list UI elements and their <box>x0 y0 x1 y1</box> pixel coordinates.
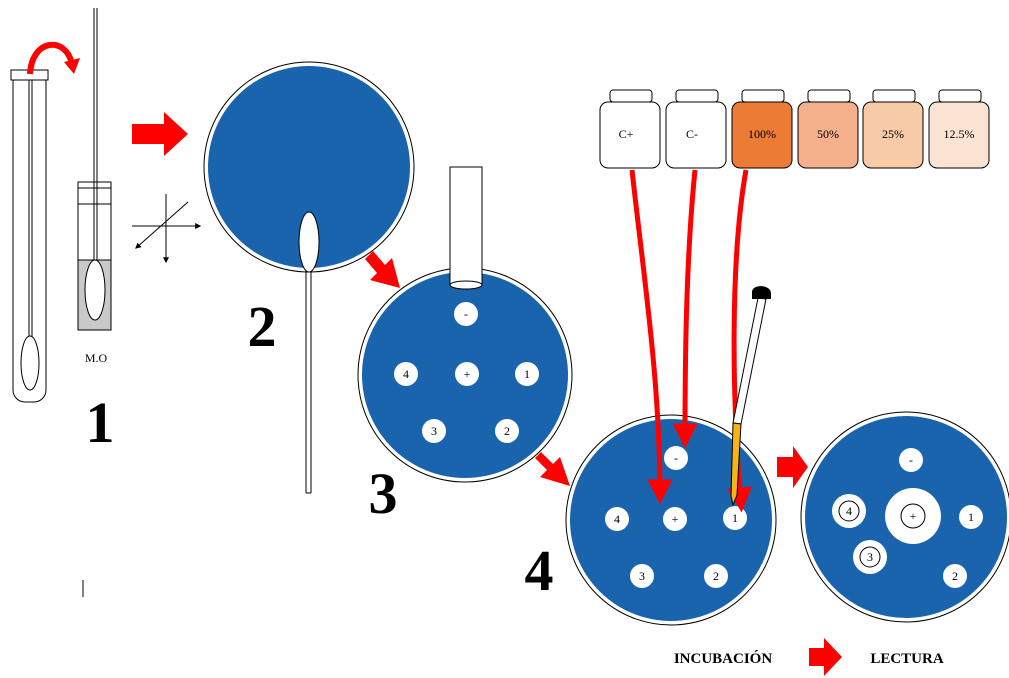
bottle-c-pos-label: C+ <box>619 127 634 141</box>
footer-caption: INCUBACIÓN LECTURA <box>674 638 944 676</box>
swab-streak <box>298 211 320 273</box>
well-2-4-label: 2 <box>713 569 719 583</box>
well-3-result-label: 3 <box>867 550 873 564</box>
step-1-number: 1 <box>86 390 115 455</box>
well-pos-result <box>900 503 926 529</box>
well-pos-4 <box>663 507 687 531</box>
arrow-step3-to-step4 <box>535 452 570 486</box>
result-group: - + 4 1 3 2 <box>800 411 1009 623</box>
well-neg-result-label: - <box>909 453 913 467</box>
well-2 <box>495 419 519 443</box>
well-4-label: 4 <box>403 367 409 381</box>
well-1-result <box>959 505 983 529</box>
well-3-label: 3 <box>431 424 437 438</box>
well-neg-result <box>899 448 923 472</box>
well-punch-cylinder <box>449 166 483 286</box>
arrow-c-pos-to-plus <box>629 169 673 505</box>
well-4 <box>394 362 418 386</box>
step-2-group: 2 <box>203 61 415 494</box>
well-4-4 <box>605 507 629 531</box>
bottles-row: C+ C- 100% 50% 25% 12.5% <box>599 89 990 169</box>
incubation-label: INCUBACIÓN <box>674 650 773 667</box>
reading-label: LECTURA <box>870 651 944 667</box>
bottle-50-label: 50% <box>817 127 839 141</box>
pipette-icon <box>730 286 771 507</box>
well-4-result-label: 4 <box>846 504 852 518</box>
bottle-12-5-label: 12.5% <box>944 127 975 141</box>
arrow-step1-to-step2 <box>132 112 188 156</box>
step-4-number: 4 <box>525 538 554 603</box>
well-2-result-label: 2 <box>952 569 958 583</box>
uncap-arrow <box>27 42 75 75</box>
bottle-50: 50% <box>797 89 859 169</box>
well-3-4-label: 3 <box>639 569 645 583</box>
well-4-result <box>838 500 860 522</box>
bottle-12-5: 12.5% <box>928 89 990 169</box>
well-1-4-label: 1 <box>732 511 738 525</box>
well-neg <box>454 302 478 326</box>
well-1 <box>515 362 539 386</box>
well-4-4-label: 4 <box>614 512 620 526</box>
well-1-result-label: 1 <box>968 510 974 524</box>
step-4-group: - 4 + 1 3 2 4 <box>525 414 777 626</box>
well-3-result <box>859 546 881 568</box>
bottle-c-neg-label: C- <box>686 127 698 141</box>
bottle-c-pos: C+ <box>599 89 661 169</box>
bottle-c-neg: C- <box>665 89 727 169</box>
arrow-step4-to-result <box>777 446 808 488</box>
tube-label: M.O <box>85 351 108 365</box>
well-3 <box>422 419 446 443</box>
swab-tip-2 <box>84 259 106 321</box>
bottle-25: 25% <box>862 89 924 169</box>
bottle-100: 100% <box>731 89 793 169</box>
well-pos-label: + <box>464 367 471 381</box>
arrow-step2-to-step3 <box>365 251 400 288</box>
well-neg-label: - <box>464 307 468 321</box>
step-3-group: - 4 + 1 3 2 3 <box>357 166 573 526</box>
bottle-25-label: 25% <box>882 127 904 141</box>
step-2-number: 2 <box>248 294 277 359</box>
well-3-4 <box>630 564 654 588</box>
step-3-number: 3 <box>369 461 398 526</box>
well-1-label: 1 <box>524 367 530 381</box>
well-pos-result-label: + <box>910 509 917 523</box>
step-1-group: M.O 1 <box>10 8 202 455</box>
mixing-axes-icon <box>132 194 202 264</box>
swab-tip <box>20 335 40 391</box>
well-neg-4 <box>664 446 688 470</box>
arrow-c-neg-to-minus <box>672 169 698 449</box>
well-2-label: 2 <box>504 424 510 438</box>
well-pos <box>455 362 479 386</box>
incubation-to-reading-arrow <box>809 638 842 676</box>
well-2-4 <box>704 564 728 588</box>
well-neg-4-label: - <box>674 451 678 465</box>
agar-plate-2-medium <box>208 66 410 268</box>
well-pos-4-label: + <box>672 512 679 526</box>
bottle-100-label: 100% <box>748 127 776 141</box>
well-2-result <box>943 564 967 588</box>
